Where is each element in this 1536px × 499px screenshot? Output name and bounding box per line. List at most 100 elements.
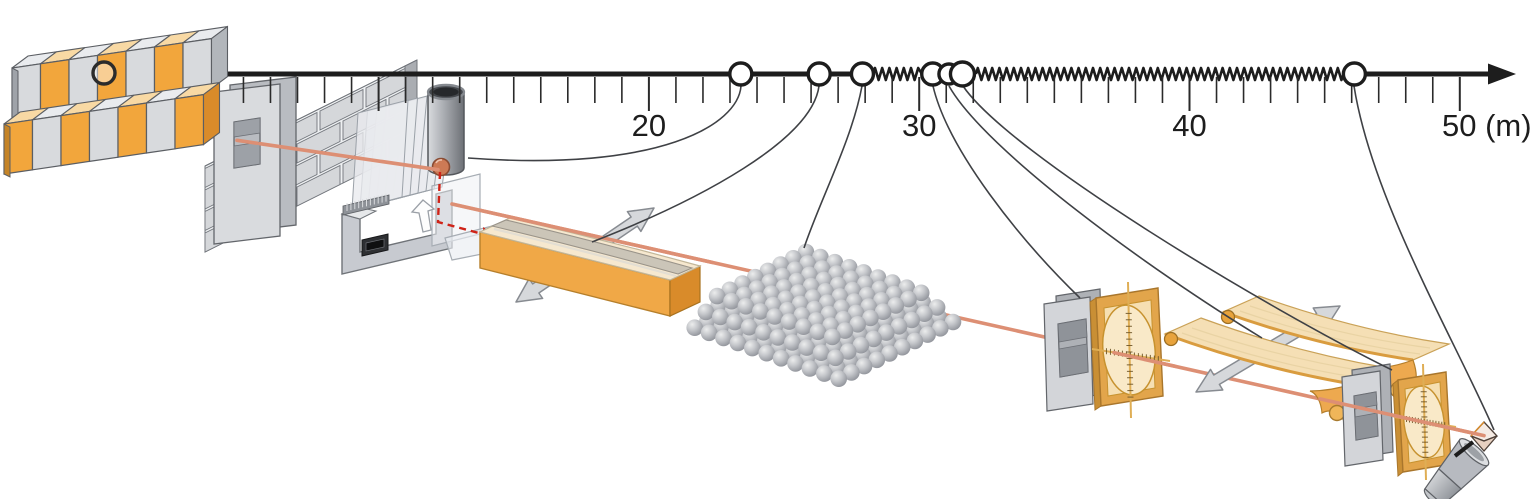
lattice-sphere bbox=[715, 329, 732, 347]
lattice-sphere bbox=[723, 292, 740, 310]
lattice-sphere bbox=[912, 284, 930, 302]
lattice-sphere bbox=[836, 322, 854, 339]
sample-facet-bottom bbox=[1470, 435, 1498, 452]
leader-sample-detector bbox=[1353, 85, 1495, 431]
lattice-sphere bbox=[744, 339, 761, 357]
axis-marker-crystal-lattice bbox=[849, 61, 876, 87]
beam-over-frontend-slit bbox=[235, 138, 259, 146]
mono-socket-inner bbox=[365, 238, 385, 252]
lattice-sphere bbox=[787, 355, 804, 372]
lattice-sphere bbox=[893, 338, 911, 356]
undulator-bottom-block-front bbox=[31, 114, 62, 171]
beam-over-mirror-pair bbox=[1318, 397, 1394, 417]
sample-rod bbox=[1453, 440, 1475, 458]
filter-monochromator-assembly bbox=[340, 83, 499, 275]
screen1-crosshair-v bbox=[1127, 281, 1132, 419]
leader-slit-screen-2 bbox=[962, 85, 1393, 371]
lattice-sphere bbox=[737, 298, 755, 315]
lattice-sphere bbox=[903, 311, 920, 329]
detector-lens-inner bbox=[1464, 443, 1484, 462]
crystal-lattice bbox=[686, 243, 962, 388]
lattice-sphere bbox=[708, 287, 726, 305]
lattice-sphere bbox=[697, 303, 715, 321]
slit1-blade-top bbox=[1057, 318, 1088, 343]
axis-spring-break bbox=[974, 66, 1345, 82]
lattice-sphere bbox=[686, 319, 703, 337]
lattice-sphere bbox=[881, 345, 898, 362]
lattice-sphere bbox=[798, 339, 815, 356]
lattice-sphere bbox=[766, 308, 783, 325]
mirror1-substrate-edge bbox=[493, 227, 677, 278]
lattice-sphere bbox=[862, 309, 879, 327]
axis-arrowhead bbox=[1488, 63, 1516, 85]
screen1-scale-ticks bbox=[1105, 312, 1159, 398]
lattice-sphere bbox=[878, 324, 895, 341]
offset-beam-dashed bbox=[436, 171, 487, 237]
beam-over-screen-2 bbox=[1391, 413, 1486, 438]
lattice-sphere bbox=[755, 324, 772, 341]
lattice-sphere bbox=[874, 303, 892, 321]
beam-over-wall-and-filters bbox=[258, 141, 440, 172]
undulator-bottom-block-front bbox=[174, 93, 205, 150]
lattice-sphere bbox=[887, 297, 905, 314]
leader-mirror-pair bbox=[948, 85, 1263, 339]
slit1-blade-bottom bbox=[1058, 343, 1089, 378]
frontend-slit bbox=[213, 76, 297, 245]
axis-marker-filter-monochromator-assembly bbox=[728, 61, 754, 87]
lattice-sphere bbox=[780, 313, 798, 330]
lattice-sphere bbox=[809, 323, 827, 341]
axis-marker-curved-mirror-1 bbox=[806, 61, 832, 87]
lattice-sphere bbox=[944, 313, 962, 331]
undulator-bottom-block-front bbox=[117, 102, 148, 158]
lattice-sphere bbox=[752, 303, 769, 320]
axis-label: 20 bbox=[632, 108, 666, 143]
leader-slit-screen-1 bbox=[932, 85, 1081, 299]
mirror2-front-grain bbox=[1181, 327, 1371, 379]
undulator-bottom-block-front bbox=[145, 98, 176, 154]
lattice-sphere bbox=[865, 330, 882, 348]
lattice-sphere bbox=[839, 343, 857, 360]
lattice-sphere bbox=[906, 332, 924, 350]
chimney-top-hole bbox=[433, 87, 459, 97]
slit-blade-top bbox=[233, 117, 261, 138]
lattice-sphere bbox=[849, 316, 866, 333]
fluorescent-screen-1 bbox=[1089, 281, 1171, 419]
lattice-sphere bbox=[824, 328, 841, 346]
lattice-sphere bbox=[784, 334, 801, 351]
lattice-sphere bbox=[700, 324, 718, 342]
axis-marker-sample-and-detector bbox=[1341, 61, 1368, 87]
sample bbox=[1469, 421, 1499, 452]
lattice-sphere bbox=[812, 344, 830, 362]
lattice-sphere bbox=[928, 299, 946, 316]
lattice-sphere bbox=[772, 350, 790, 367]
lattice-sphere bbox=[843, 364, 860, 381]
prism-up-arrow bbox=[410, 199, 436, 233]
mirror2-front-rod-end bbox=[1163, 331, 1179, 347]
axis-label: 40 bbox=[1172, 108, 1206, 143]
slit2-blade-bottom bbox=[1354, 412, 1379, 441]
wall-brick bbox=[296, 164, 341, 207]
leader-crystal bbox=[803, 85, 863, 249]
axis-spring-break bbox=[871, 66, 924, 82]
lattice-sphere bbox=[726, 313, 743, 331]
undulator-bottom-block-front bbox=[60, 110, 91, 167]
mirror2-front-front-edge bbox=[1164, 332, 1353, 386]
beam-over-screen-1 bbox=[1112, 350, 1177, 369]
lattice-sphere bbox=[916, 305, 933, 323]
slit-blade-bottom bbox=[233, 141, 261, 169]
axis-marker-undulator-source bbox=[91, 60, 117, 86]
lattice-sphere bbox=[795, 318, 812, 336]
mirror1-substrate bbox=[490, 219, 694, 275]
lattice-sphere bbox=[729, 334, 747, 352]
mirror2-front-rod bbox=[1328, 404, 1346, 422]
filter-plate bbox=[351, 99, 409, 211]
lattice-sphere bbox=[769, 329, 787, 346]
undulator-top-end-face bbox=[210, 25, 229, 90]
undulator-bottom-end-face bbox=[202, 81, 221, 146]
undulator-top-left-face bbox=[11, 67, 19, 122]
mirror2-rear-front-edge bbox=[1222, 310, 1414, 362]
lattice-sphere bbox=[855, 357, 873, 375]
chimney-beam-dot-hilite bbox=[435, 159, 443, 164]
undulator-source bbox=[3, 25, 229, 178]
